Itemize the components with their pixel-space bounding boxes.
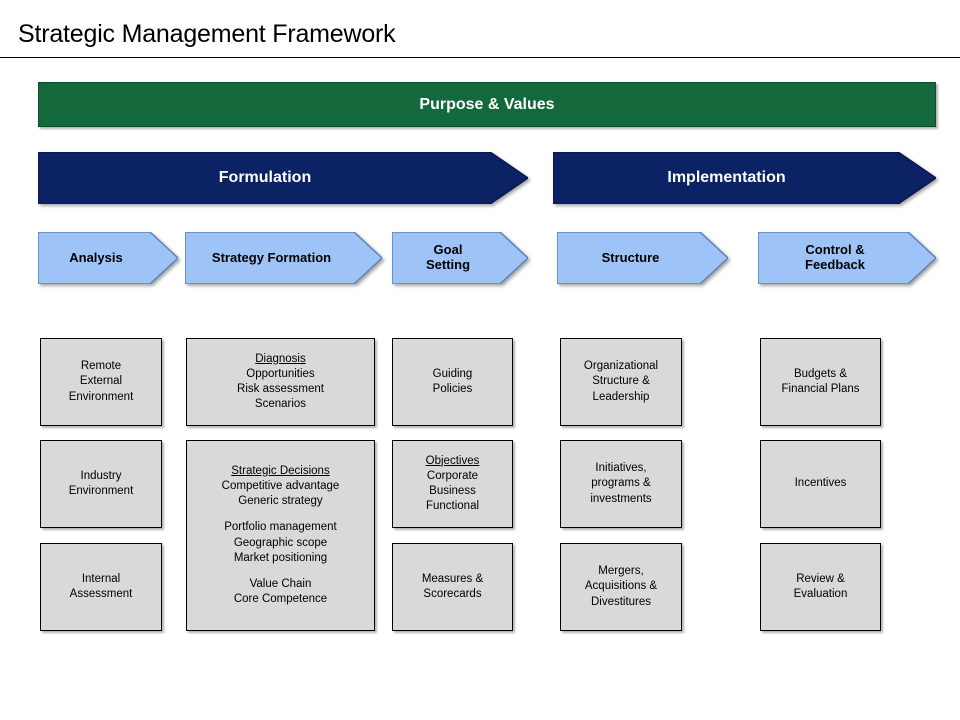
content-box-text: Measures & Scorecards xyxy=(421,572,484,600)
purpose-values-label: Purpose & Values xyxy=(419,95,555,113)
content-box-text: Value Chain Core Competence xyxy=(233,577,328,606)
content-box-heading: Strategic Decisions xyxy=(231,464,330,477)
content-box: Strategic Decisions Competitive advantag… xyxy=(186,440,375,631)
content-box: Measures & Scorecards xyxy=(392,543,513,631)
content-box: Guiding Policies xyxy=(392,338,513,426)
title-divider xyxy=(0,57,960,58)
content-box-text: Guiding Policies xyxy=(432,367,473,395)
page-title: Strategic Management Framework xyxy=(18,20,396,48)
content-box-heading: Objectives xyxy=(425,454,480,467)
chevron-shape xyxy=(758,232,936,284)
content-box-text: Organizational Structure & Leadership xyxy=(583,360,659,403)
phase-label-formulation: Formulation xyxy=(218,168,312,186)
stage-arrow-strategy-formation: Strategy Formation xyxy=(185,232,382,284)
stage-label-control-feedback: Control & Feedback xyxy=(805,242,865,272)
chevron-shape xyxy=(553,152,936,204)
purpose-values-banner: Purpose & Values xyxy=(38,82,936,127)
stage-arrow-analysis: Analysis xyxy=(38,232,178,284)
chevron-shape xyxy=(38,232,178,284)
content-box: Mergers, Acquisitions & Divestitures xyxy=(560,543,682,631)
content-box-text: Portfolio management Geographic scope Ma… xyxy=(224,521,337,564)
chevron-shape xyxy=(392,232,528,284)
content-box: Remote External Environment xyxy=(40,338,162,426)
content-box: Budgets & Financial Plans xyxy=(760,338,881,426)
content-box-text: Review & Evaluation xyxy=(793,572,848,600)
content-box-text: Corporate Business Functional xyxy=(425,469,480,513)
stage-label-structure: Structure xyxy=(601,249,660,265)
content-box: Objectives Corporate Business Functional xyxy=(392,440,513,528)
chevron-shape xyxy=(38,152,528,204)
content-box: Organizational Structure & Leadership xyxy=(560,338,682,426)
content-box: Diagnosis Opportunities Risk assessment … xyxy=(186,338,375,426)
content-box-text: Internal Assessment xyxy=(69,572,133,600)
content-box: Incentives xyxy=(760,440,881,528)
stage-arrow-goal-setting: Goal Setting xyxy=(392,232,528,284)
content-box: Internal Assessment xyxy=(40,543,162,631)
content-box-text: Opportunities Risk assessment Scenarios xyxy=(237,367,324,411)
content-box-text: Competitive advantage Generic strategy xyxy=(221,479,340,508)
content-box-text: Remote External Environment xyxy=(68,360,134,403)
content-box-text: Incentives xyxy=(794,477,847,490)
content-box-text: Initiatives, programs & investments xyxy=(590,462,652,505)
stage-arrow-control-feedback: Control & Feedback xyxy=(758,232,936,284)
content-box-text: Mergers, Acquisitions & Divestitures xyxy=(584,565,658,608)
phase-arrow-implementation: Implementation xyxy=(553,152,936,204)
phase-label-implementation: Implementation xyxy=(667,168,786,186)
content-box-text: Industry Environment xyxy=(68,469,134,497)
content-box: Review & Evaluation xyxy=(760,543,881,631)
content-box: Industry Environment xyxy=(40,440,162,528)
stage-label-strategy-formation: Strategy Formation xyxy=(211,249,332,265)
phase-arrow-formulation: Formulation xyxy=(38,152,528,204)
content-box-heading: Diagnosis xyxy=(255,352,306,365)
stage-arrow-structure: Structure xyxy=(557,232,728,284)
stage-label-analysis: Analysis xyxy=(69,249,123,265)
stage-label-goal-setting: Goal Setting xyxy=(425,242,471,272)
content-box: Initiatives, programs & investments xyxy=(560,440,682,528)
chevron-shape xyxy=(557,232,728,284)
content-box-text: Budgets & Financial Plans xyxy=(781,367,860,395)
chevron-shape xyxy=(185,232,382,284)
